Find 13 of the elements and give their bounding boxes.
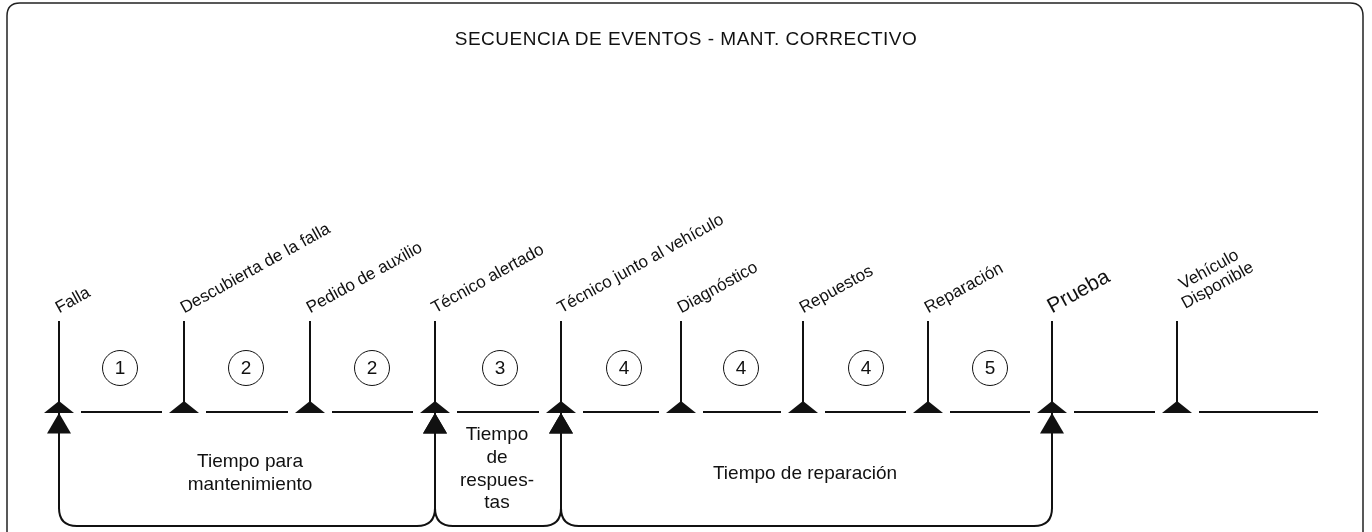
timeline-segment [456,411,540,413]
timeline-segment [205,411,289,413]
timeline-segment [824,411,907,413]
event-label: Falla [52,283,94,317]
timeline-segment [80,411,163,413]
timeline-segment [331,411,414,413]
diagram-title: SECUENCIA DE EVENTOS - MANT. CORRECTIVO [453,28,919,50]
timeline-segment [1073,411,1156,413]
timeline-segment [582,411,660,413]
timeline-segment [949,411,1031,413]
span-arrow [549,412,1064,527]
timeline-segment [1198,411,1319,413]
timeline-segment [702,411,782,413]
